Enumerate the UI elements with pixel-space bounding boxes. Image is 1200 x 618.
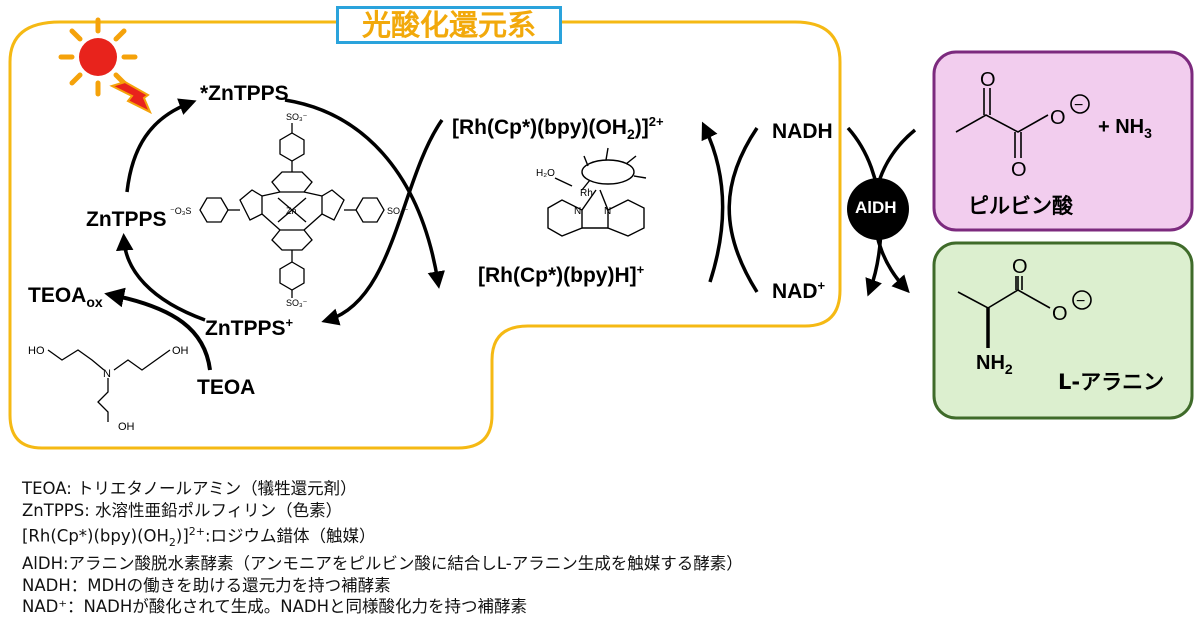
legend: TEOA: トリエタノールアミン（犠牲還元剤） ZnTPPS: 水溶性亜鉛ポルフ… — [22, 478, 743, 618]
alanine-charge-minus: − — [1076, 293, 1085, 310]
so3-left-label: ⁻O₃S — [170, 206, 191, 216]
legend-aldh: AlDH:アラニン酸脱水素酵素（アンモニアをピルビン酸に結合しL-アラニン生成を… — [22, 554, 743, 574]
pyruvate-structure — [955, 88, 1049, 158]
pyruvate-o-bottom: O — [1011, 159, 1027, 181]
so3-bottom-label: SO₃⁻ — [286, 298, 308, 308]
arrow-nad-to-nadh — [727, 127, 759, 293]
pyruvate-charge-minus: − — [1074, 97, 1083, 114]
so3-top-label: SO₃⁻ — [286, 112, 308, 122]
pyruvate-box — [932, 50, 1194, 232]
alanine-box — [932, 241, 1194, 420]
pyruvate-charge-circle — [1070, 94, 1090, 114]
teoa-oh-label-bottom: OH — [118, 421, 135, 433]
legend-teoa: TEOA: トリエタノールアミン（犠牲還元剤） — [22, 479, 357, 498]
rh-atom-label: Rh — [580, 188, 593, 199]
zn-label: Zn — [286, 206, 297, 216]
nh3-label: + NH3 — [1098, 116, 1152, 141]
arrow-rh-hydride-to-aqua — [701, 121, 725, 283]
so3-right-label: SO₃⁻ — [387, 206, 409, 216]
h2o-label: H₂O — [536, 168, 555, 179]
sun-icon — [58, 17, 138, 97]
legend-rh-complex: [Rh(Cp*)(bpy)(OH2)]2+:ロジウム錯体（触媒） — [22, 525, 376, 549]
photoredox-system-title: 光酸化還元系 — [336, 6, 562, 44]
teoa-oh-label-right: OH — [172, 345, 189, 357]
nad-label: NAD+ — [772, 278, 826, 303]
lightning-icon — [109, 80, 152, 115]
rh-aqua-label: [Rh(Cp*)(bpy)(OH2)]2+ — [452, 114, 664, 143]
arrow-cation-to-zntpps — [115, 233, 206, 322]
aldh-enzyme-label: AlDH — [855, 198, 897, 217]
teoa-structure — [47, 349, 171, 422]
pyruvate-o-top: O — [980, 69, 996, 91]
pyruvate-o-side: O — [1050, 107, 1066, 129]
photoredox-system-boundary — [8, 20, 842, 450]
arrow-rh-to-cation — [321, 118, 444, 326]
nh2-label: NH2 — [976, 352, 1013, 377]
rh-complex-structure — [547, 147, 647, 237]
arrow-teoa-to-teoaox — [104, 287, 212, 371]
alanine-name-label: L-アラニン — [1058, 370, 1165, 394]
zntpps-excited-label: *ZnTPPS — [200, 82, 289, 105]
alanine-o-top: O — [1012, 256, 1028, 278]
arrow-excited-to-rh — [284, 98, 445, 289]
zntpps-label: ZnTPPS — [86, 208, 167, 231]
teoa-n-label: N — [103, 368, 111, 380]
zntpps-cation-label: ZnTPPS+ — [205, 315, 294, 340]
aldh-enzyme-circle — [847, 178, 909, 240]
teoa-ho-label: HO — [28, 345, 45, 357]
alanine-structure — [957, 276, 1051, 348]
alanine-o-side: O — [1052, 303, 1068, 325]
legend-nad: NAD⁺：NADHが酸化されて生成。NADHと同様酸化力を持つ補酵素 — [22, 597, 528, 617]
bpy-n-right: N — [604, 206, 611, 217]
pyruvate-name-label: ピルビン酸 — [968, 194, 1073, 218]
zntpps-structure — [199, 123, 385, 298]
legend-zntpps: ZnTPPS: 水溶性亜鉛ポルフィリン（色素） — [22, 500, 343, 520]
arrow-zntpps-to-excited — [125, 98, 197, 193]
teoa-label: TEOA — [197, 376, 256, 399]
nadh-label: NADH — [772, 120, 833, 143]
alanine-charge-circle — [1072, 290, 1092, 310]
legend-nadh: NADH：MDHの働きを助ける還元力を持つ補酵素 — [22, 575, 391, 595]
rh-hydride-label: [Rh(Cp*)(bpy)H]+ — [478, 262, 645, 287]
teoa-ox-label: TEOAox — [28, 284, 103, 311]
bpy-n-left: N — [574, 206, 581, 217]
